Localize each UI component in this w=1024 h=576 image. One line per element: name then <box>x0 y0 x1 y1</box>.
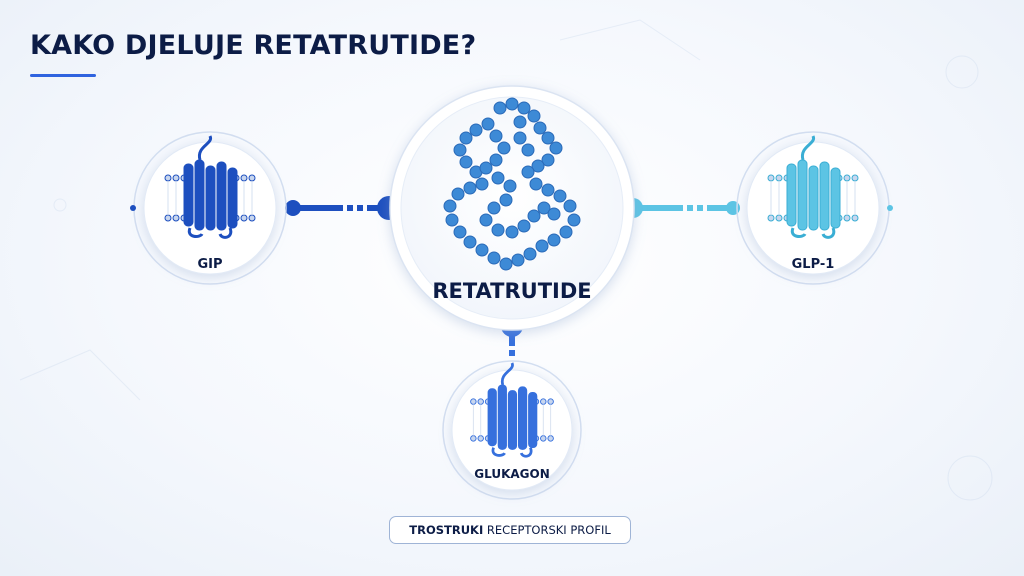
gip-label: GIP <box>197 257 222 272</box>
footer-bold-text: TROSTRUKI <box>409 523 484 537</box>
title-underline <box>30 74 96 77</box>
peptide-molecule-icon <box>443 97 581 271</box>
footer-badge: TROSTRUKI RECEPTORSKI PROFIL <box>389 516 631 544</box>
glucagon-node: GLUKAGON <box>442 360 582 500</box>
footer-regular-text: RECEPTORSKI PROFIL <box>486 523 611 537</box>
center-node: RETATRUTIDE <box>389 85 635 331</box>
background-decoration <box>19 19 993 501</box>
gip-node: GIP <box>130 131 287 285</box>
page-title: KAKO DJELUJE RETATRUTIDE? <box>30 30 477 61</box>
center-label: RETATRUTIDE <box>432 279 591 303</box>
glucagon-label: GLUKAGON <box>474 467 550 481</box>
connector-gip <box>285 196 401 220</box>
connector-glp1 <box>623 198 740 218</box>
glp1-label: GLP-1 <box>792 257 835 272</box>
glp1-node: GLP-1 <box>736 131 893 285</box>
